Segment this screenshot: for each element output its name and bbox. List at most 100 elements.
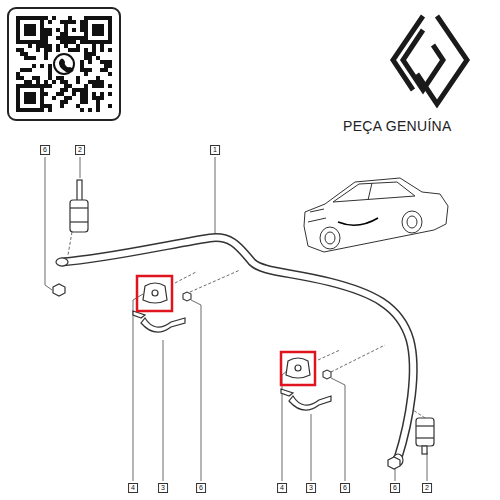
qr-module xyxy=(100,96,104,100)
qr-module xyxy=(64,80,68,84)
qr-module xyxy=(24,24,36,36)
qr-module xyxy=(48,28,52,32)
qr-module xyxy=(40,64,44,68)
qr-module xyxy=(48,84,52,88)
qr-module xyxy=(108,48,112,52)
qr-module xyxy=(40,44,44,48)
qr-module xyxy=(88,60,92,64)
qr-module xyxy=(84,84,88,88)
qr-module xyxy=(60,32,64,36)
qr-module xyxy=(100,92,104,96)
qr-module xyxy=(44,48,48,52)
callout-number: 3 xyxy=(306,483,316,493)
qr-module xyxy=(36,44,40,48)
qr-code xyxy=(16,16,112,112)
qr-module xyxy=(108,60,112,64)
callout-number: 2 xyxy=(75,145,85,155)
callout-number: 6 xyxy=(40,145,50,155)
qr-module xyxy=(96,76,100,80)
qr-module xyxy=(32,64,36,68)
qr-module xyxy=(88,108,92,112)
qr-module xyxy=(92,52,96,56)
qr-module xyxy=(96,104,100,108)
qr-module xyxy=(60,100,64,104)
qr-module xyxy=(48,64,52,68)
qr-module xyxy=(80,60,84,64)
qr-module xyxy=(24,92,36,104)
qr-module xyxy=(92,92,96,96)
qr-module xyxy=(64,28,68,32)
qr-module xyxy=(68,20,72,24)
qr-module xyxy=(88,80,92,84)
qr-module xyxy=(20,48,24,52)
qr-module xyxy=(92,24,104,36)
qr-module xyxy=(64,100,68,104)
qr-module xyxy=(60,76,64,80)
qr-module xyxy=(72,48,76,52)
qr-module xyxy=(88,56,92,60)
qr-module xyxy=(84,52,88,56)
qr-module xyxy=(52,16,56,20)
qr-module xyxy=(52,80,56,84)
qr-module xyxy=(84,72,88,76)
qr-module xyxy=(60,88,64,92)
qr-module xyxy=(44,52,48,56)
qr-module xyxy=(84,48,88,52)
qr-module xyxy=(100,68,104,72)
qr-module xyxy=(76,80,80,84)
qr-module xyxy=(92,96,96,100)
qr-module xyxy=(56,36,60,40)
qr-module xyxy=(44,28,48,32)
qr-module xyxy=(68,96,72,100)
whatsapp-handset xyxy=(59,59,74,73)
qr-module xyxy=(84,92,88,96)
qr-module xyxy=(44,104,48,108)
qr-module xyxy=(96,96,100,100)
qr-module xyxy=(60,20,64,24)
qr-module xyxy=(56,44,60,48)
qr-module xyxy=(56,28,60,32)
qr-module xyxy=(20,88,40,108)
qr-module xyxy=(48,44,52,48)
qr-module xyxy=(44,80,48,84)
qr-module xyxy=(72,28,76,32)
nut xyxy=(323,370,331,379)
qr-module xyxy=(20,52,24,56)
callout-number: 6 xyxy=(340,483,350,493)
qr-module xyxy=(36,80,40,84)
qr-module xyxy=(76,48,80,52)
qr-module xyxy=(80,92,84,96)
qr-module xyxy=(28,56,32,60)
qr-module xyxy=(104,60,108,64)
link-rod-right xyxy=(416,418,434,454)
qr-module xyxy=(96,100,100,104)
qr-module xyxy=(24,52,28,56)
qr-module xyxy=(60,36,64,40)
highlight-box xyxy=(137,276,172,311)
qr-module xyxy=(84,96,88,100)
nut xyxy=(183,292,191,301)
qr-module xyxy=(84,56,88,60)
qr-module xyxy=(48,48,52,52)
qr-module xyxy=(96,80,100,84)
qr-module xyxy=(72,40,76,44)
qr-module xyxy=(16,48,20,52)
qr-module xyxy=(76,36,80,40)
qr-module xyxy=(44,32,48,36)
qr-module xyxy=(72,36,76,40)
qr-module xyxy=(80,100,84,104)
qr-module xyxy=(80,108,84,112)
bar-ends xyxy=(56,258,403,466)
qr-module xyxy=(44,16,48,20)
qr-module xyxy=(100,84,104,88)
qr-module xyxy=(48,104,52,108)
qr-module xyxy=(76,76,80,80)
qr-module xyxy=(56,48,60,52)
nut xyxy=(388,457,400,469)
qr-module xyxy=(64,84,68,88)
qr-module xyxy=(68,84,72,88)
qr-module xyxy=(100,48,104,52)
qr-module xyxy=(44,40,48,44)
qr-module xyxy=(56,92,60,96)
